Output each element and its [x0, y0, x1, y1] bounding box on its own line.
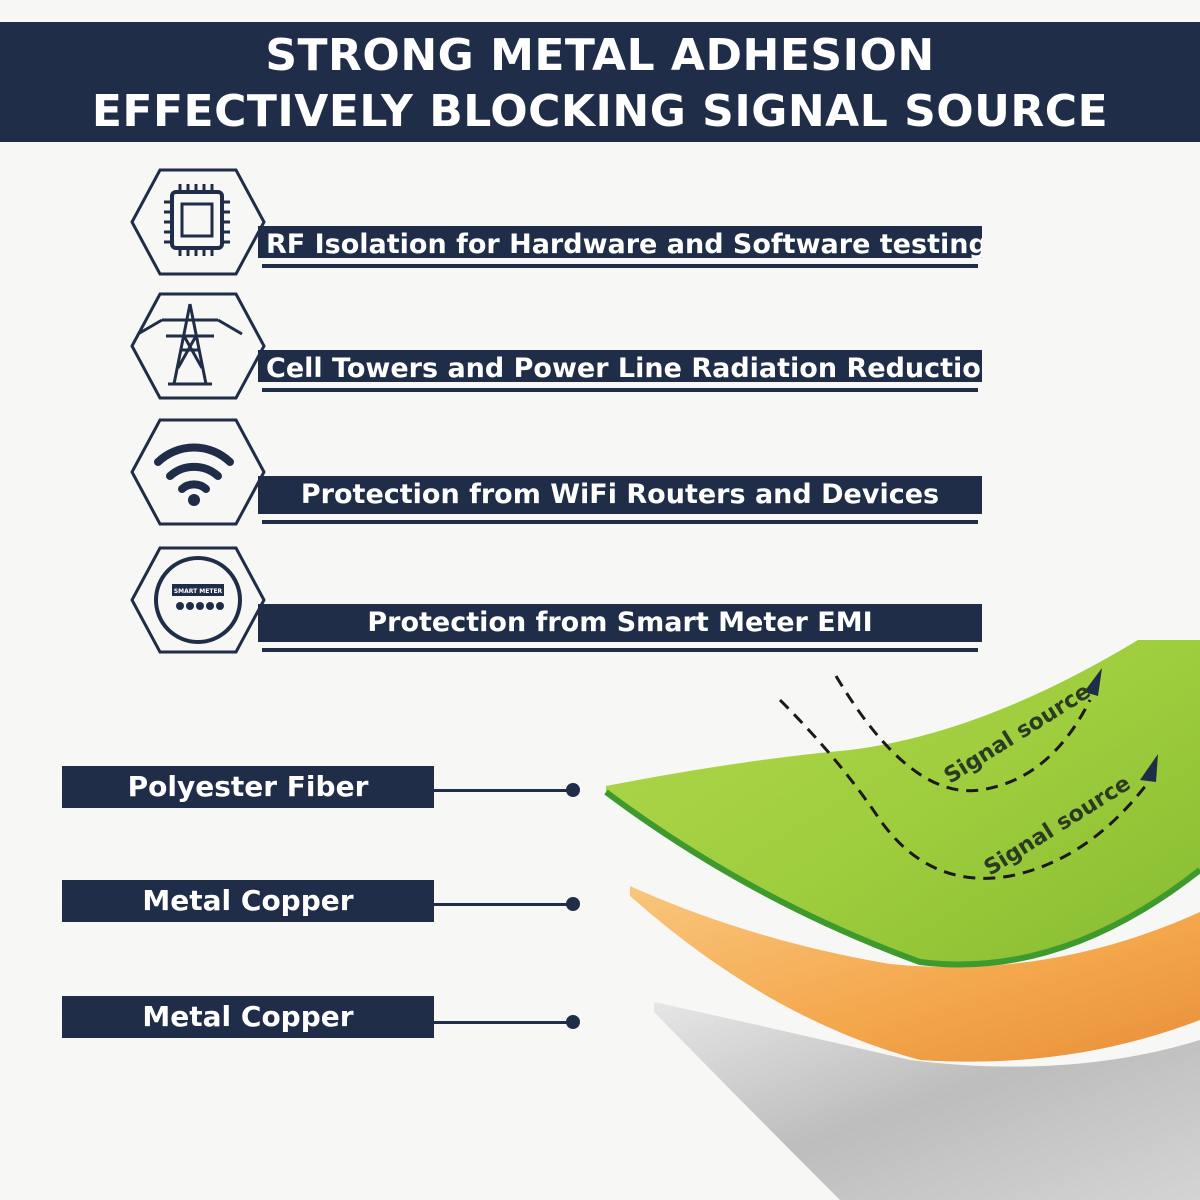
- polyester-layer: [606, 640, 1200, 965]
- feature-label: Cell Towers and Power Line Radiation Red…: [258, 350, 982, 388]
- layer-label-copper-2: Metal Copper: [62, 996, 434, 1038]
- connector-dot: [566, 897, 580, 911]
- feature-label: Protection from WiFi Routers and Devices: [258, 476, 982, 520]
- header-banner: STRONG METAL ADHESION EFFECTIVELY BLOCKI…: [0, 22, 1200, 142]
- layer-label-polyester: Polyester Fiber: [62, 766, 434, 808]
- power-tower-icon: [128, 290, 268, 402]
- headline-line-2: EFFECTIVELY BLOCKING SIGNAL SOURCE: [91, 86, 1109, 137]
- meter-label: SMART METER: [174, 588, 223, 595]
- feature-rf-isolation: RF Isolation for Hardware and Software t…: [128, 166, 988, 278]
- connector-line: [434, 1021, 574, 1024]
- feature-label: Protection from Smart Meter EMI: [258, 604, 982, 648]
- connector-dot: [566, 1015, 580, 1029]
- connector-dot: [566, 783, 580, 797]
- material-layers-illustration: Signal source Signal source: [590, 640, 1200, 1200]
- connector-line: [434, 903, 574, 906]
- feature-cell-towers: Cell Towers and Power Line Radiation Red…: [128, 290, 988, 402]
- connector-line: [434, 789, 574, 792]
- smart-meter-icon: SMART METER: [128, 544, 268, 656]
- headline-line-1: STRONG METAL ADHESION: [265, 30, 935, 81]
- copper-layer: [630, 886, 1200, 1062]
- wifi-icon: [128, 416, 268, 528]
- layer-label-copper-1: Metal Copper: [62, 880, 434, 922]
- silver-layer: [654, 1002, 1200, 1200]
- chip-icon: [128, 166, 268, 278]
- feature-label: RF Isolation for Hardware and Software t…: [258, 226, 982, 264]
- feature-smart-meter: SMART METER Protection from Smart Meter …: [128, 544, 988, 656]
- feature-wifi-protection: Protection from WiFi Routers and Devices: [128, 416, 988, 528]
